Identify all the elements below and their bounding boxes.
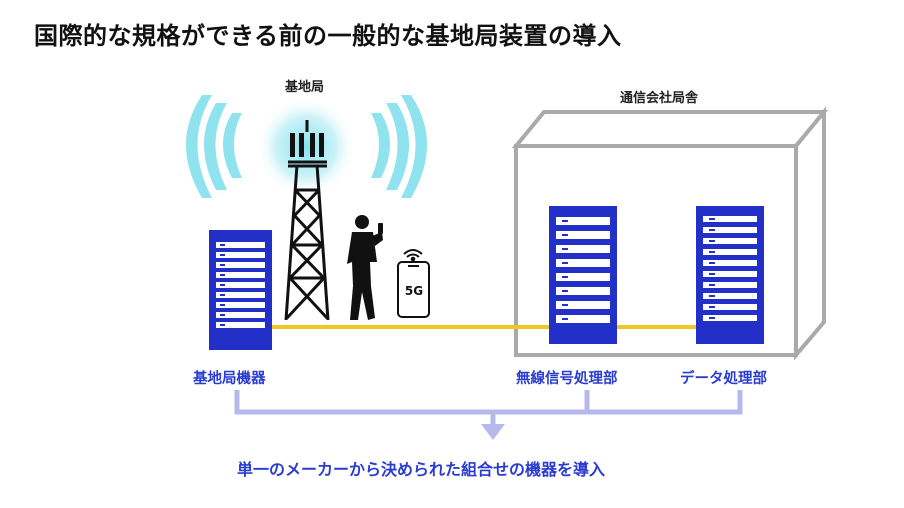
cell-tower-icon — [284, 120, 330, 321]
radio-unit-label: 無線信号処理部 — [516, 371, 618, 387]
data-unit-server-icon — [696, 206, 764, 344]
wifi-icon — [403, 249, 423, 262]
base-station-equipment-label: 基地局機器 — [193, 371, 266, 387]
smartphone-icon — [397, 261, 430, 318]
grouping-bracket — [234, 390, 743, 426]
down-arrow-icon — [481, 424, 505, 440]
telecom-building-label: 通信会社局舎 — [620, 91, 699, 106]
base-station-server-icon — [209, 230, 272, 350]
data-unit-label: データ処理部 — [680, 371, 767, 387]
page-title: 国際的な規格ができる前の一般的な基地局装置の導入 — [34, 22, 622, 50]
signal-waves-icon — [186, 95, 427, 198]
radio-unit-server-icon — [549, 206, 617, 344]
person-silhouette-icon — [347, 215, 383, 320]
antenna-panels — [290, 133, 324, 157]
bottom-note: 単一のメーカーから決められた組合せの機器を導入 — [237, 460, 606, 479]
base-station-label: 基地局 — [285, 80, 325, 95]
phone-network-label: 5G — [405, 284, 423, 298]
antenna-glow — [256, 97, 356, 197]
